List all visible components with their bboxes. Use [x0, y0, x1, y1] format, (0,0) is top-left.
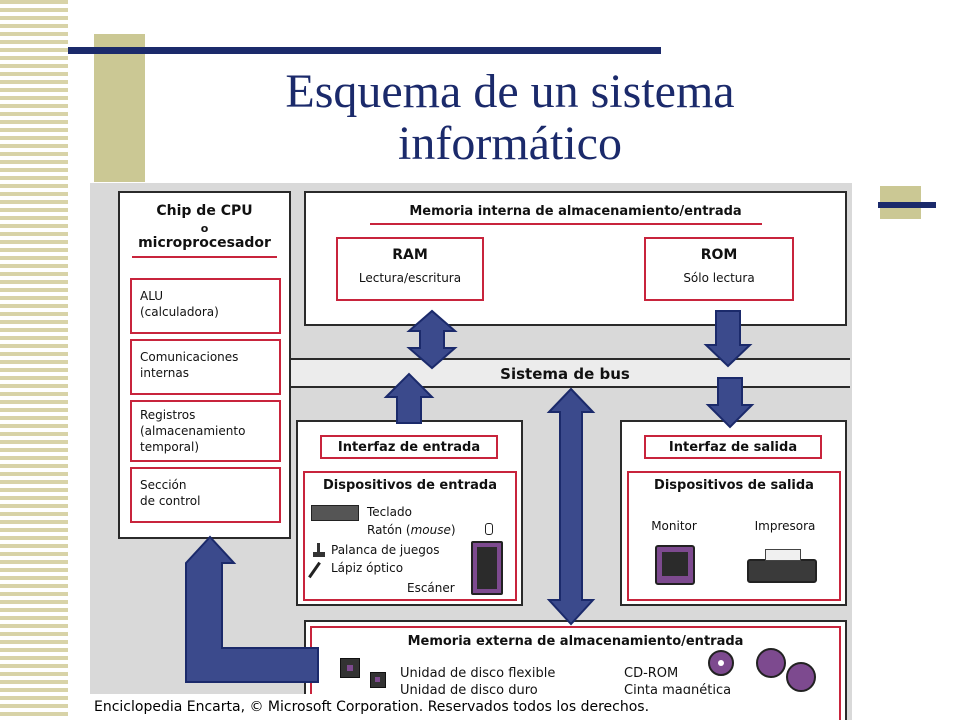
internal-memory-title: Memoria interna de almacenamiento/entrad… — [409, 204, 742, 219]
corner-decoration-bar — [878, 202, 936, 208]
ram-bus-double-arrow — [406, 309, 458, 370]
cpu-title-line3: microprocesador — [138, 235, 271, 251]
ram-label: RAM — [392, 247, 428, 263]
ram-desc: Lectura/escritura — [358, 271, 462, 285]
image-credit: Enciclopedia Encarta, © Microsoft Corpor… — [90, 694, 705, 720]
hard-disk-icon — [370, 672, 386, 688]
page-title: Esquema de un sistema informático — [160, 66, 860, 170]
output-devices-box: Dispositivos de salida Monitor Impresora — [627, 471, 841, 601]
cd-disc-icon — [708, 650, 734, 676]
bus-input-arrow — [383, 372, 435, 424]
cpu-chip-box: Chip de CPU o microprocesador ALU (calcu… — [118, 191, 291, 539]
tape-reel-icon — [752, 646, 832, 720]
internal-memory-box: Memoria interna de almacenamiento/entrad… — [304, 191, 847, 326]
page-title-line2: informático — [398, 117, 622, 170]
printer-label: Impresora — [754, 519, 816, 533]
scanner-label: Escáner — [407, 581, 455, 595]
mouse-label-italic: mouse — [410, 523, 451, 537]
output-interface-label-box: Interfaz de salida — [644, 435, 822, 459]
cpu-unit-control: Sección de control — [130, 467, 281, 523]
cpu-unit-alu-label: ALU (calculadora) — [140, 289, 219, 319]
joystick-label: Palanca de juegos — [331, 543, 440, 557]
light-pen-label: Lápiz óptico — [331, 561, 404, 575]
input-interface-label: Interfaz de entrada — [337, 440, 481, 455]
computer-system-diagram: Sistema de bus Chip de CPU o microproces… — [90, 183, 852, 720]
cpu-title-line1: Chip de CPU — [156, 203, 253, 219]
cdrom-label: CD-ROM — [624, 666, 679, 681]
mouse-label: Ratón (mouse) — [367, 523, 456, 537]
input-devices-box: Dispositivos de entrada Teclado Ratón (m… — [303, 471, 517, 601]
mouse-label-prefix: Ratón ( — [367, 523, 411, 537]
mouse-icon — [485, 523, 493, 535]
diagram-arrows — [185, 309, 755, 683]
system-bus-label: Sistema de bus — [500, 365, 630, 383]
cpu-title-line2: o — [200, 222, 209, 235]
external-memory-title: Memoria externa de almacenamiento/entrad… — [407, 634, 744, 649]
title-decoration-square — [94, 34, 145, 182]
rom-box: ROM Sólo lectura — [644, 237, 794, 301]
mouse-label-suffix: ) — [450, 523, 456, 537]
input-interface-label-box: Interfaz de entrada — [320, 435, 498, 459]
scanner-icon — [471, 541, 503, 595]
keyboard-icon — [311, 505, 359, 521]
output-devices-title: Dispositivos de salida — [654, 478, 814, 493]
keyboard-label: Teclado — [367, 505, 412, 519]
rom-bus-arrow — [703, 310, 753, 368]
cpu-title-underline — [132, 256, 277, 258]
page-title-line1: Esquema de un sistema — [285, 65, 735, 118]
cpu-unit-communications-label: Comunicaciones internas — [140, 350, 239, 380]
system-bus: Sistema de bus — [280, 358, 850, 388]
floppy-icon — [340, 658, 360, 678]
bus-external-memory-double-arrow — [546, 387, 596, 626]
rom-desc: Sólo lectura — [683, 271, 755, 285]
floppy-label: Unidad de disco flexible — [400, 666, 556, 681]
input-interface-box: Interfaz de entrada Dispositivos de entr… — [296, 420, 523, 606]
internal-memory-title-underline — [370, 223, 762, 225]
left-stripe-decoration — [0, 0, 68, 720]
rom-label: ROM — [700, 247, 738, 263]
ram-box: RAM Lectura/escritura — [336, 237, 484, 301]
cpu-unit-communications: Comunicaciones internas — [130, 339, 281, 395]
title-decoration-bar — [68, 47, 661, 54]
joystick-icon — [313, 543, 325, 557]
input-devices-title: Dispositivos de entrada — [323, 478, 497, 493]
cpu-return-arrow — [185, 535, 319, 683]
output-interface-label: Interfaz de salida — [668, 440, 798, 455]
printer-icon — [747, 549, 817, 583]
cpu-unit-control-label: Sección de control — [140, 478, 201, 508]
cpu-unit-registers-label: Registros (almacenamiento temporal) — [140, 408, 246, 454]
cpu-unit-registers: Registros (almacenamiento temporal) — [130, 400, 281, 462]
cpu-unit-alu: ALU (calculadora) — [130, 278, 281, 334]
bus-output-arrow — [705, 377, 755, 429]
monitor-label: Monitor — [651, 519, 697, 533]
monitor-icon — [655, 545, 695, 585]
